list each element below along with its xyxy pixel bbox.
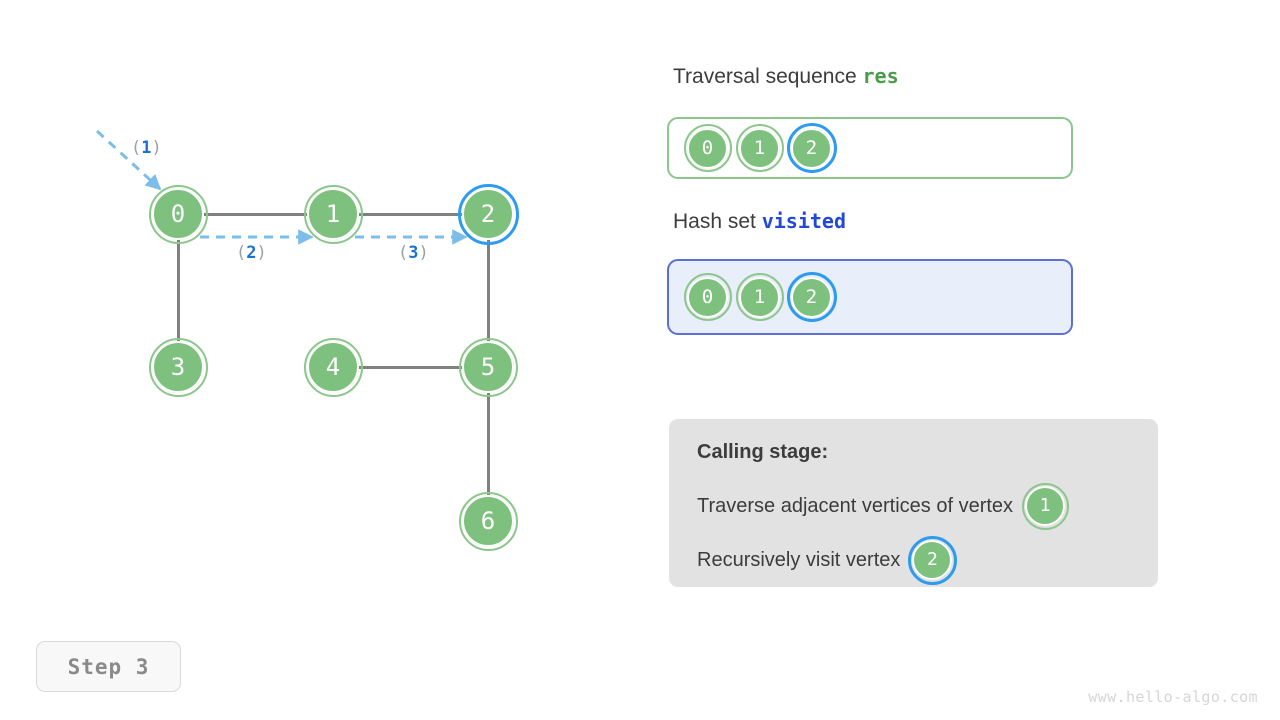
graph-diagram: (1) (2) (3) 0 1 2 3 4 5 6 xyxy=(95,129,519,551)
calling-stage-badge-1[interactable]: 1 xyxy=(1021,482,1069,530)
item-label: 1 xyxy=(753,285,766,308)
calling-stage-row-text: Traverse adjacent vertices of vertex xyxy=(697,494,1014,517)
graph-vertex-6[interactable]: 6 xyxy=(458,491,518,551)
calling-stage-row-recurse: Recursively visit vertex 2 xyxy=(697,535,1158,585)
calling-stage-row-text: Recursively visit vertex xyxy=(697,548,901,571)
calling-stage-badge-2[interactable]: 2 xyxy=(907,535,957,585)
graph-edge-2-5 xyxy=(487,214,490,367)
vertex-label: 0 xyxy=(170,200,186,228)
vertex-label: 2 xyxy=(480,200,496,228)
res-item-0[interactable]: 0 xyxy=(683,124,732,172)
graph-vertex-2[interactable]: 2 xyxy=(457,183,519,245)
graph-vertex-1[interactable]: 1 xyxy=(303,184,363,244)
visited-item-1[interactable]: 1 xyxy=(735,273,784,321)
res-item-1[interactable]: 1 xyxy=(735,124,784,172)
traversal-arrow-label-3: (3) xyxy=(398,243,429,263)
item-label: 2 xyxy=(805,136,818,159)
item-label: 0 xyxy=(701,285,714,308)
visited-section-title: Hash set visited xyxy=(673,209,846,234)
step-badge: Step 3 xyxy=(36,641,181,692)
vertex-label: 1 xyxy=(325,200,341,228)
badge-label: 2 xyxy=(926,549,938,570)
graph-edge-1-2 xyxy=(333,213,488,216)
visited-set-box: 0 1 2 xyxy=(667,259,1073,335)
calling-stage-heading: Calling stage: xyxy=(697,441,829,463)
calling-stage-row-traverse: Traverse adjacent vertices of vertex 1 xyxy=(697,482,1158,530)
watermark: www.hello-algo.com xyxy=(1088,688,1258,706)
graph-vertex-4[interactable]: 4 xyxy=(303,337,363,397)
visited-item-0[interactable]: 0 xyxy=(683,273,732,321)
res-section-title: Traversal sequence res xyxy=(673,64,899,89)
calling-stage-panel: Calling stage: Traverse adjacent vertice… xyxy=(669,419,1158,587)
graph-edge-4-5 xyxy=(333,366,488,369)
graph-vertex-3[interactable]: 3 xyxy=(148,337,208,397)
visited-item-2[interactable]: 2 xyxy=(786,272,837,322)
visited-title-text: Hash set xyxy=(673,210,756,233)
graph-edge-5-6 xyxy=(487,367,490,521)
traversal-arrow-label-1: (1) xyxy=(131,138,162,158)
traversal-arrow-label-2: (2) xyxy=(236,243,267,263)
graph-vertex-5[interactable]: 5 xyxy=(458,337,518,397)
res-title-code: res xyxy=(862,64,899,88)
vertex-label: 5 xyxy=(480,353,496,381)
vertex-label: 3 xyxy=(170,353,186,381)
item-label: 2 xyxy=(805,285,818,308)
res-title-text: Traversal sequence xyxy=(673,65,857,88)
graph-edge-0-1 xyxy=(178,213,333,216)
graph-vertex-0[interactable]: 0 xyxy=(148,184,208,244)
visited-title-code: visited xyxy=(761,209,847,233)
res-array-box: 0 1 2 xyxy=(667,117,1073,179)
res-item-2[interactable]: 2 xyxy=(786,123,837,173)
graph-edge-0-3 xyxy=(177,214,180,367)
item-label: 1 xyxy=(753,136,766,159)
vertex-label: 4 xyxy=(325,353,341,381)
item-label: 0 xyxy=(701,136,714,159)
badge-label: 1 xyxy=(1039,495,1051,516)
vertex-label: 6 xyxy=(480,507,496,535)
